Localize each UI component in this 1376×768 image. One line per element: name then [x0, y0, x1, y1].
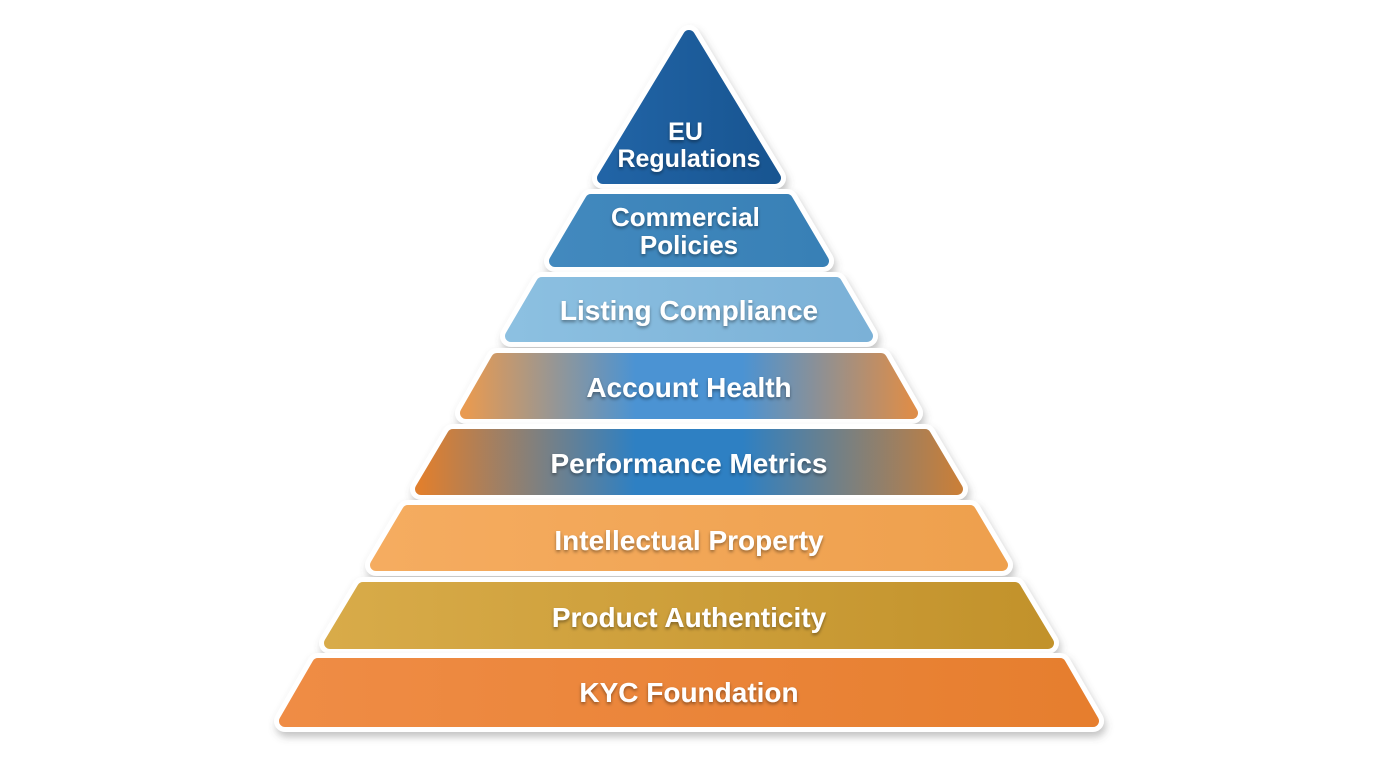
- level-label: Listing Compliance: [560, 295, 818, 326]
- level-shape: [505, 277, 873, 342]
- level-label-line: Regulations: [617, 145, 760, 173]
- pyramid-level-eu-regulations: EU Regulations: [592, 25, 786, 189]
- pyramid-level-account-health: Account Health: [455, 348, 923, 424]
- level-label-line: EU: [668, 118, 703, 146]
- level-shape: [460, 353, 918, 419]
- level-label: EU Regulations: [617, 118, 760, 173]
- level-shape: [370, 505, 1008, 571]
- level-label-line: Intellectual Property: [554, 525, 824, 556]
- pyramid-level-intellectual-property: Intellectual Property: [365, 500, 1013, 576]
- level-shape: [549, 194, 829, 267]
- level-label: Account Health: [586, 372, 791, 403]
- level-label-line: Commercial: [611, 202, 760, 232]
- level-shape: [597, 30, 781, 184]
- level-shape: [279, 658, 1099, 727]
- level-label: Intellectual Property: [554, 525, 824, 556]
- pyramid-level-performance-metrics: Performance Metrics: [410, 424, 968, 500]
- level-shape: [324, 582, 1054, 649]
- pyramid-level-listing-compliance: Listing Compliance: [500, 272, 878, 347]
- pyramid-level-product-authenticity: Product Authenticity: [319, 577, 1059, 654]
- level-label: Product Authenticity: [552, 602, 827, 633]
- level-label: Performance Metrics: [550, 448, 827, 479]
- level-label: Commercial Policies: [611, 202, 767, 260]
- level-label-line: Account Health: [586, 372, 791, 403]
- level-label-line: Listing Compliance: [560, 295, 818, 326]
- level-shape: [415, 429, 963, 495]
- pyramid-level-commercial-policies: Commercial Policies: [544, 189, 834, 272]
- level-label-line: Product Authenticity: [552, 602, 827, 633]
- level-label-line: Performance Metrics: [550, 448, 827, 479]
- level-label-line: KYC Foundation: [579, 677, 798, 708]
- level-label: KYC Foundation: [579, 677, 798, 708]
- pyramid-level-kyc-foundation: KYC Foundation: [274, 653, 1104, 732]
- level-label-line: Policies: [640, 230, 738, 260]
